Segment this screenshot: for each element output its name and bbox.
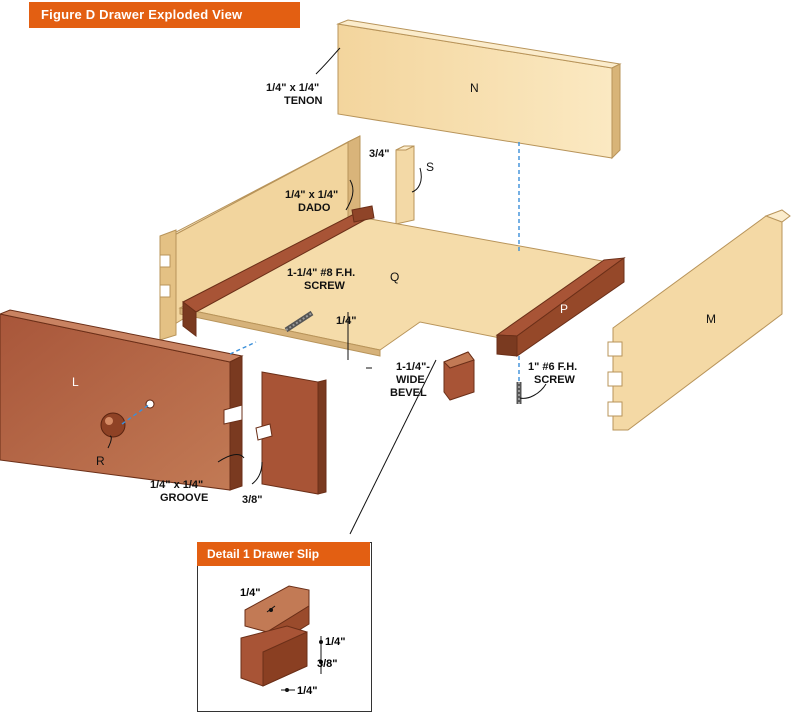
part-label-n: N [470,81,479,95]
screw8-size: 1-1/4" #8 F.H. [287,267,355,279]
drawer-front-l: L [0,309,244,491]
three-quarter-dim: 3/4" [369,148,390,160]
bevel-line2: WIDE [396,374,425,386]
detail-dim-top: 1/4" [240,587,261,599]
right-side-panel-m: M [607,209,791,431]
part-label-s: S [426,160,434,174]
back-panel-n: N [336,19,622,160]
dado-size: 1/4" x 1/4" [285,189,338,201]
bevel-line1: 1-1/4"- [396,361,430,373]
tenon-size: 1/4" x 1/4" [266,82,319,94]
detail-drawing: 1/4" 1/4" 3/8" 1/4" [240,585,346,697]
part-label-p: P [560,302,568,316]
screw6-size: 1" #6 F.H. [528,361,577,373]
detail-title-banner: Detail 1 Drawer Slip [197,542,370,566]
screw6-label: SCREW [534,374,576,386]
tenon-label: TENON [284,95,323,107]
figure-title-banner: Figure D Drawer Exploded View [29,2,300,28]
groove-size: 1/4" x 1/4" [150,479,203,491]
leader-lines [107,47,547,535]
guide-lines [121,142,520,425]
three-eighths-dim: 3/8" [242,494,263,506]
part-label-r: R [96,454,105,468]
figure-title: Figure D Drawer Exploded View [41,7,243,22]
left-runner [182,205,375,338]
dovetail-block [255,371,327,495]
part-label-m: M [706,312,716,326]
part-label-q: Q [390,270,399,284]
part-label-l: L [72,375,79,389]
left-side-panel [159,135,361,341]
detail-dim-bottom: 1/4" [297,685,318,697]
detail-dim-right-mid: 3/8" [317,658,338,670]
bottom-thickness: 1/4" [336,315,357,327]
small-slip-block [443,351,475,401]
drawer-slip-s: S [395,145,434,225]
screw8-label: SCREW [304,280,346,292]
groove-label: GROOVE [160,492,208,504]
knob-r [100,412,126,438]
detail-title: Detail 1 Drawer Slip [207,547,320,561]
dado-label: DADO [298,202,331,214]
runner-p: P [495,257,626,357]
screw-8 [284,310,314,333]
bevel-line3: BEVEL [390,387,427,399]
detail-dim-right-top: 1/4" [325,636,346,648]
